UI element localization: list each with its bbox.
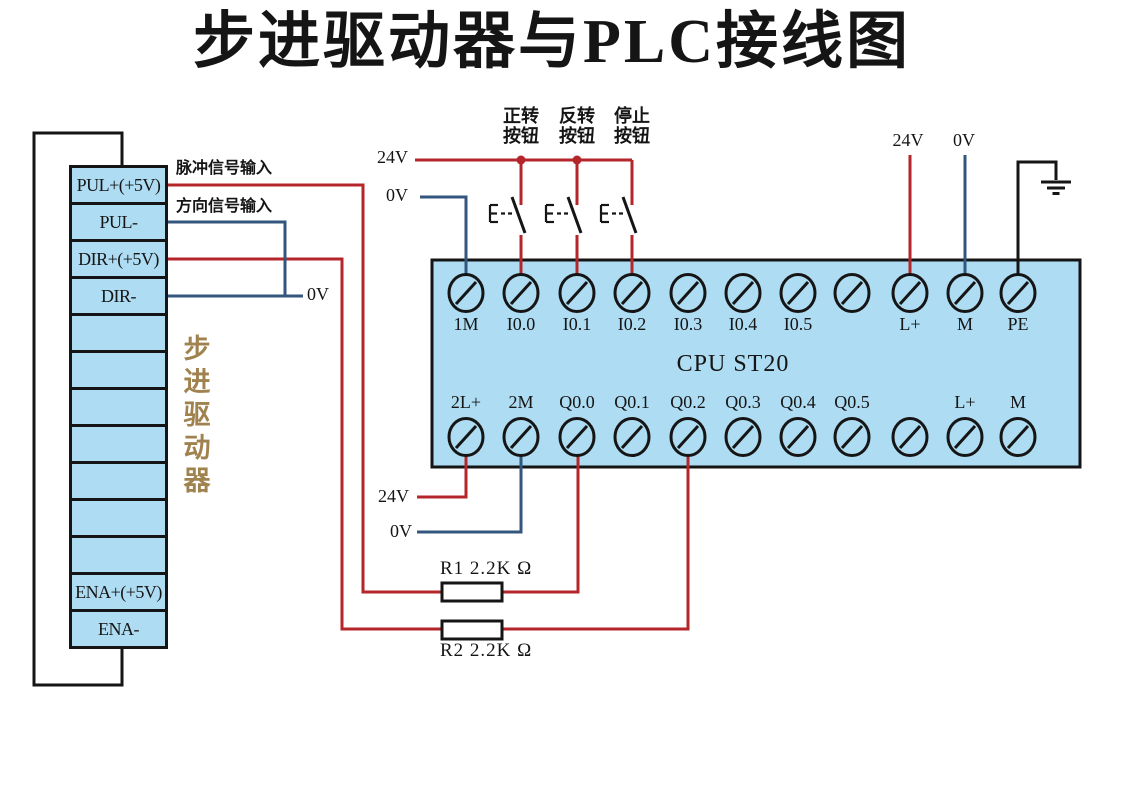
driver-cell-empty xyxy=(72,464,165,501)
plc-label-q0-4: Q0.4 xyxy=(780,392,816,412)
junction-dot xyxy=(516,155,526,165)
wire-output-24v-to-2lplus xyxy=(417,456,468,499)
driver-cell-empty xyxy=(72,316,165,353)
driver-cell-empty xyxy=(72,538,165,575)
plc-label-2m: 2M xyxy=(508,392,534,412)
plc-terminal-q0-1 xyxy=(613,417,651,457)
driver-cell-pul-plus: PUL+(+5V) xyxy=(72,168,165,205)
plc-label-q0-0: Q0.0 xyxy=(559,392,595,412)
direction-signal-label: 方向信号输入 xyxy=(176,198,273,215)
plc-terminal-m-top xyxy=(946,273,984,313)
plc-label-i0-0: I0.0 xyxy=(506,314,536,334)
wire-pul-minus xyxy=(168,220,287,296)
resistor-r2-label: R2 2.2K Ω xyxy=(440,640,533,661)
plc-terminal-1m xyxy=(447,273,485,313)
ground-symbol-icon xyxy=(1041,180,1071,195)
plc-label-q0-2: Q0.2 xyxy=(670,392,706,412)
driver-cell-ena-plus: ENA+(+5V) xyxy=(72,575,165,612)
driver-cell-empty xyxy=(72,501,165,538)
plc-terminal-i0-5 xyxy=(779,273,817,313)
plc-label-i0-3: I0.3 xyxy=(673,314,703,334)
plc-terminal-lplus-bottom xyxy=(946,417,984,457)
resistor-r1-label: R1 2.2K Ω xyxy=(440,558,533,579)
plc-label-i0-5: I0.5 xyxy=(783,314,813,334)
driver-cell-ena-minus: ENA- xyxy=(98,618,140,639)
page-title: 步进驱动器与PLC接线图 xyxy=(192,8,912,76)
right-24v-label: 24V xyxy=(892,130,924,150)
forward-button-label-line1: 正转 xyxy=(503,106,539,126)
input-24v-label: 24V xyxy=(377,147,408,167)
pulse-signal-label: 脉冲信号输入 xyxy=(176,160,273,177)
plc-terminal-q0-2 xyxy=(669,417,707,457)
plc-cpu-label: CPU ST20 xyxy=(676,351,790,377)
resistor-r1 xyxy=(440,581,504,603)
plc-terminal-2lplus xyxy=(447,417,485,457)
resistor-r2 xyxy=(440,619,504,641)
plc-label-pe: PE xyxy=(1007,314,1029,334)
plc-terminal-q0-0 xyxy=(558,417,596,457)
plc-label-i0-4: I0.4 xyxy=(728,314,758,334)
plc-terminal-m-bottom xyxy=(999,417,1037,457)
plc-terminal-unlabeled xyxy=(891,417,929,457)
plc-label-1m: 1M xyxy=(453,314,479,334)
stop-button-label-line2: 按钮 xyxy=(614,126,650,146)
plc-terminal-pe xyxy=(999,273,1037,313)
plc-terminal-i0-2 xyxy=(613,273,651,313)
driver-cell-pul-minus: PUL- xyxy=(72,205,165,242)
wire-pe-ground xyxy=(1016,160,1058,276)
common-0v-label: 0V xyxy=(307,284,329,304)
output-0v-label: 0V xyxy=(390,521,412,541)
plc-label-lplus-top: L+ xyxy=(899,314,921,334)
reverse-button-label-line2: 按钮 xyxy=(559,126,595,146)
stop-button-label: 停止 按钮 xyxy=(614,106,650,146)
right-0v-label: 0V xyxy=(953,130,975,150)
plc-label-i0-1: I0.1 xyxy=(562,314,592,334)
plc-label-q0-5: Q0.5 xyxy=(834,392,870,412)
plc-label-q0-3: Q0.3 xyxy=(725,392,761,412)
wire-input-0v-to-1m xyxy=(420,195,468,276)
plc-terminal-unlabeled xyxy=(833,273,871,313)
stop-button-label-line1: 停止 xyxy=(614,106,650,126)
reverse-button-label: 反转 按钮 xyxy=(559,106,595,146)
plc-terminal-i0-0 xyxy=(502,273,540,313)
stepper-driver-terminal-block: PUL+(+5V) PUL- DIR+(+5V) DIR- ENA+(+5V) … xyxy=(69,165,168,649)
plc-label-m-bottom: M xyxy=(1009,392,1027,412)
input-0v-label: 0V xyxy=(386,185,408,205)
plc-terminal-i0-4 xyxy=(724,273,762,313)
driver-cell-dir-plus: DIR+(+5V) xyxy=(72,242,165,279)
wire-dir-to-r2 xyxy=(168,257,442,631)
plc-terminal-q0-4 xyxy=(779,417,817,457)
driver-cell-empty xyxy=(72,427,165,464)
junction-dot xyxy=(572,155,582,165)
plc-terminal-q0-3 xyxy=(724,417,762,457)
plc-label-m-top: M xyxy=(956,314,974,334)
driver-cell-empty xyxy=(72,353,165,390)
wire-output-0v-to-2m xyxy=(417,456,523,534)
driver-cell-dir-minus: DIR- xyxy=(72,279,165,316)
plc-terminal-i0-3 xyxy=(669,273,707,313)
plc-label-lplus-bottom: L+ xyxy=(954,392,976,412)
wire-r2-to-q02 xyxy=(502,456,690,631)
output-24v-label: 24V xyxy=(378,486,409,506)
plc-terminal-2m xyxy=(502,417,540,457)
plc-label-q0-1: Q0.1 xyxy=(614,392,650,412)
forward-button-label: 正转 按钮 xyxy=(503,106,539,146)
wire-r1-to-q00 xyxy=(502,456,580,594)
reverse-button-label-line1: 反转 xyxy=(559,106,595,126)
stepper-driver-label: 步进驱动器 xyxy=(183,334,211,496)
plc-terminal-q0-5 xyxy=(833,417,871,457)
wire-pulse-to-r1 xyxy=(168,183,442,594)
plc-label-2lplus: 2L+ xyxy=(450,392,482,412)
plc-terminal-i0-1 xyxy=(558,273,596,313)
plc-terminal-lplus-top xyxy=(891,273,929,313)
driver-enclosure-outline xyxy=(32,131,124,687)
driver-cell-empty xyxy=(72,390,165,427)
plc-label-i0-2: I0.2 xyxy=(617,314,647,334)
forward-button-label-line2: 按钮 xyxy=(503,126,539,146)
